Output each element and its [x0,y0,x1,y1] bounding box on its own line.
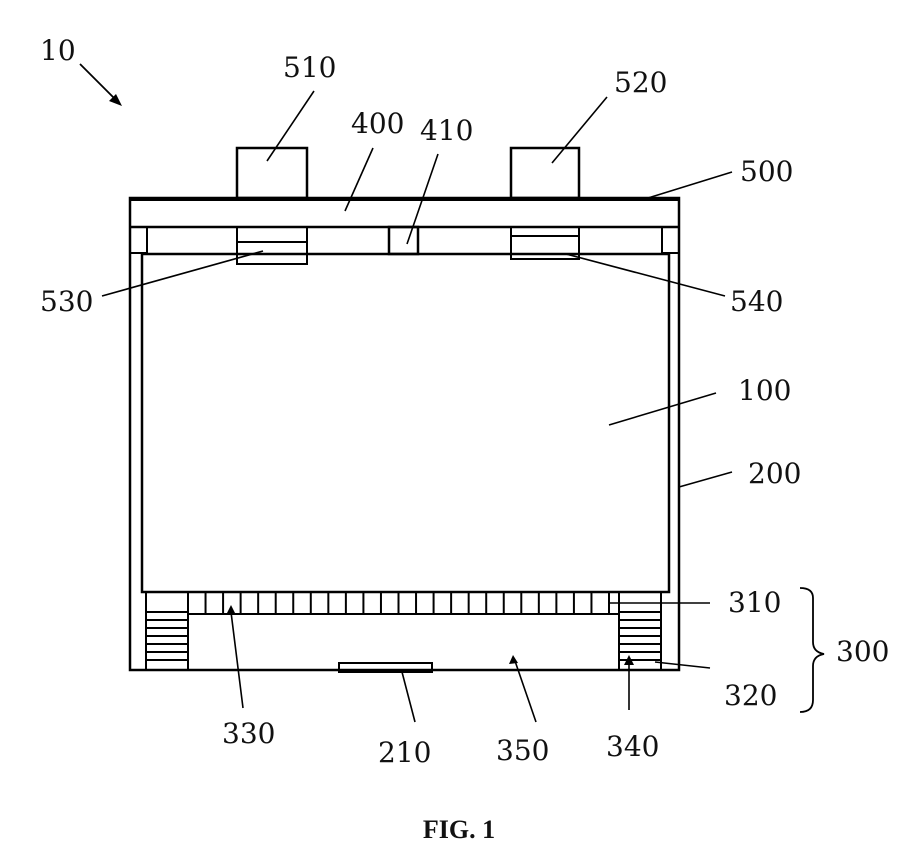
figure-caption: FIG. 1 [423,815,495,844]
housing-outline [130,198,679,670]
arrow-330 [226,605,236,615]
arrow-350 [509,655,518,664]
right-terminal [511,148,579,198]
label-side-element: 340 [606,730,659,763]
left-terminal [237,148,307,198]
right-side-stack-lines [619,612,661,660]
label-bottom-plate: 210 [378,736,431,769]
label-right-terminal: 520 [614,66,667,99]
left-side-stack [146,592,188,670]
left-side-stack-lines [146,612,188,660]
leader-500 [648,172,732,198]
label-left-terminal: 510 [283,51,336,84]
label-grid-layer: 310 [728,586,781,619]
label-side-stack: 320 [724,679,777,712]
top-element [389,227,418,254]
leader-540 [566,254,725,296]
leader-210 [402,672,415,722]
label-grid-cell: 330 [222,717,275,750]
label-device: 10 [40,34,76,67]
leader-400 [345,148,373,211]
cell-body [142,254,669,592]
grid-layer-cells [206,592,592,614]
label-top-element: 410 [420,114,473,147]
left-connector [237,227,307,264]
brace-300 [800,588,824,712]
top-band-right-block [662,227,679,253]
top-band-left-block [130,227,147,253]
label-right-connector: 540 [730,285,783,318]
cavity [188,614,619,670]
label-cavity: 350 [496,734,549,767]
leader-100 [609,393,716,425]
label-bottom-assembly: 300 [836,635,889,668]
label-cap-plate: 500 [740,155,793,188]
label-top-plate: 400 [351,107,404,140]
leader-200 [679,472,732,487]
leader-10 [80,64,116,100]
leader-530 [102,251,263,296]
leader-330 [231,612,243,708]
label-left-connector: 530 [40,285,93,318]
leader-320 [655,662,710,668]
label-cell: 100 [738,374,791,407]
label-housing: 200 [748,457,801,490]
